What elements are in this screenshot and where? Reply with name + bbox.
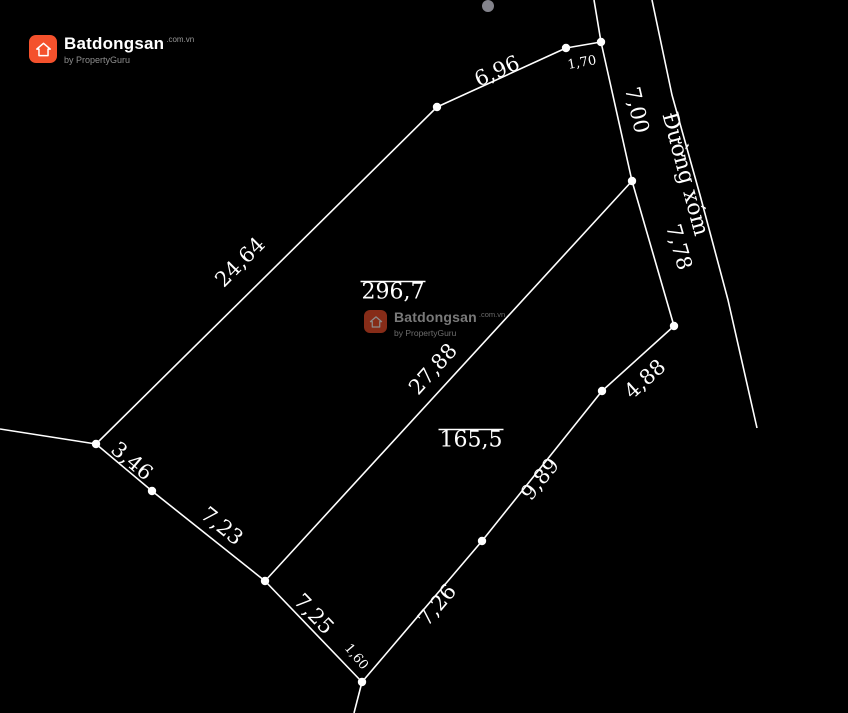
edge-1-70 <box>565 41 602 49</box>
road-right-edge <box>651 0 758 429</box>
parcel-area-label: 165,5 <box>440 428 503 453</box>
edge-3-46 <box>95 443 153 492</box>
vertex-dot <box>627 176 637 186</box>
vertex-dot <box>597 386 607 396</box>
edge-7-78 <box>631 180 675 327</box>
watermark-wordmark: Batdongsan.com.vn <box>394 310 505 327</box>
boundary-west-offscreen <box>0 428 97 445</box>
divider-27-88 <box>264 180 633 582</box>
measurement-label: 3,46 <box>106 437 157 485</box>
watermark-byline: by PropertyGuru <box>394 327 457 338</box>
vertex-dot <box>669 321 679 331</box>
edge-4-88 <box>601 325 675 392</box>
brand-domain: .com.vn <box>166 35 195 44</box>
measurement-label: 7,23 <box>196 502 247 550</box>
measurement-label: 6,96 <box>471 51 523 92</box>
vertex-dot <box>357 677 367 687</box>
batdongsan-logo: Batdongsan.com.vn by PropertyGuru <box>29 35 194 65</box>
vertex-dot <box>561 43 571 53</box>
stray-vertex-dot <box>482 0 494 12</box>
vertex-dot <box>260 576 270 586</box>
edge-7-23 <box>151 490 266 582</box>
measurement-label: 4,88 <box>620 354 671 403</box>
batdongsan-house-icon <box>29 35 57 63</box>
edge-6-96 <box>436 47 567 108</box>
boundary-south-offscreen <box>353 681 363 713</box>
brand-wordmark: Batdongsan.com.vn <box>64 35 194 54</box>
measurement-label: 1,60 <box>341 641 371 673</box>
watermark-house-icon <box>364 310 387 333</box>
vertex-dot <box>596 37 606 47</box>
measurement-label: 7,00 <box>620 85 654 136</box>
measurement-label: 1,70 <box>566 53 597 73</box>
measurement-label: 24,64 <box>210 232 269 291</box>
road-left-edge-top <box>593 0 602 43</box>
brand-byline: by PropertyGuru <box>64 54 131 65</box>
edge-7-26 <box>361 540 483 683</box>
road-name-label: Đường xóm <box>656 109 713 238</box>
watermark-domain: .com.vn <box>478 310 506 319</box>
vertex-dot <box>147 486 157 496</box>
vertex-dot <box>91 439 101 449</box>
edge-7-25 <box>264 580 363 683</box>
edge-7-00 <box>600 41 633 182</box>
edge-24-64 <box>95 106 438 445</box>
measurement-label: 27,88 <box>404 339 462 400</box>
measurement-label: 7,26 <box>413 579 461 630</box>
measurement-label: 9,89 <box>516 453 564 504</box>
vertex-dot <box>432 102 442 112</box>
edge-9-89 <box>481 390 603 542</box>
watermark-name: Batdongsan <box>394 309 477 325</box>
vertex-dot <box>477 536 487 546</box>
batdongsan-watermark: Batdongsan.com.vn by PropertyGuru <box>364 310 505 338</box>
parcel-area-label: 296,7 <box>362 280 425 305</box>
brand-name: Batdongsan <box>64 34 165 53</box>
